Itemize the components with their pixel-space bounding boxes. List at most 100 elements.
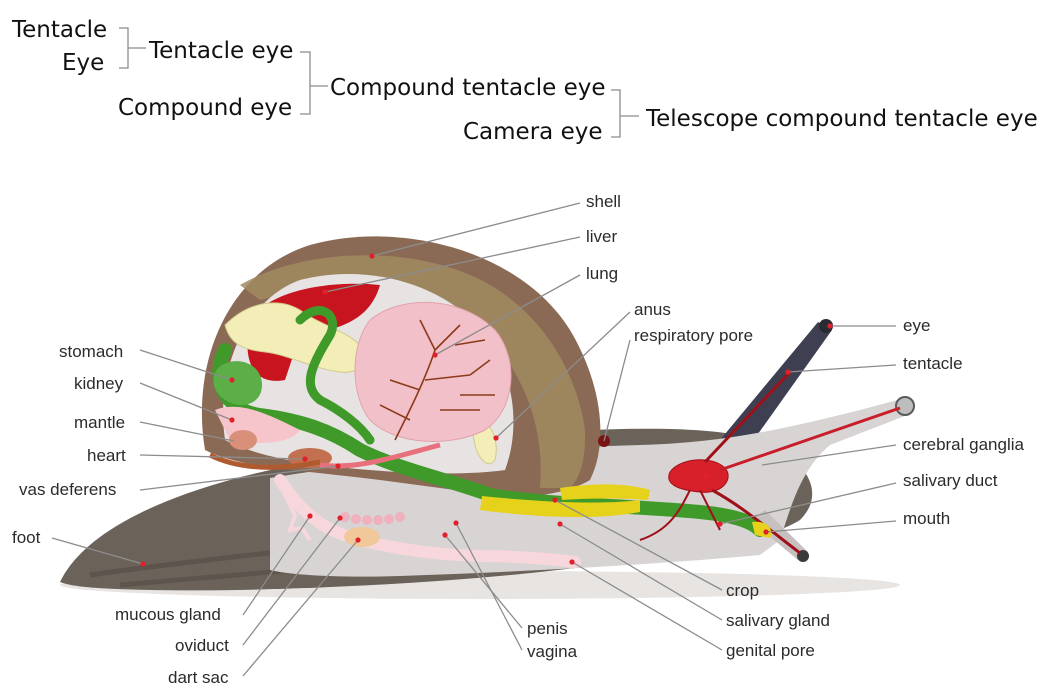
dot-dart-sac bbox=[355, 537, 361, 543]
dot-cerebral-ganglia bbox=[703, 472, 709, 478]
label-mucous-gland: mucous gland bbox=[115, 605, 221, 624]
front-tentacle-tip bbox=[895, 396, 915, 416]
label-kidney: kidney bbox=[74, 374, 124, 393]
label-vas-deferens: vas deferens bbox=[19, 480, 116, 499]
tree-label-telescope-compound-tentacle-eye: Telescope compound tentacle eye bbox=[645, 106, 1038, 132]
label-heart: heart bbox=[87, 446, 126, 465]
label-vagina: vagina bbox=[527, 642, 578, 661]
label-dart-sac: dart sac bbox=[168, 668, 229, 687]
leader-mucous-gland bbox=[242, 515, 311, 616]
dot-lung bbox=[432, 352, 438, 358]
label-mouth: mouth bbox=[903, 509, 950, 528]
tree-label-compound-tentacle-eye: Compound tentacle eye bbox=[330, 75, 606, 101]
tree-bracket-3 bbox=[611, 89, 639, 138]
dot-stomach bbox=[229, 377, 235, 383]
dot-heart bbox=[302, 456, 308, 462]
leader-heart bbox=[139, 454, 306, 460]
dot-anus bbox=[493, 435, 499, 441]
shell-band bbox=[240, 255, 586, 488]
tree-label-tentacle-eye: Tentacle eye bbox=[148, 38, 293, 64]
marker-dots bbox=[140, 253, 833, 567]
label-mantle: mantle bbox=[74, 413, 125, 432]
label-foot: foot bbox=[12, 528, 41, 547]
tree-label-tentacle: Tentacle bbox=[11, 17, 107, 43]
intestine-upper bbox=[295, 306, 375, 445]
dot-oviduct bbox=[337, 515, 343, 521]
leader-dart-sac bbox=[242, 539, 359, 677]
dot-salivary-duct bbox=[717, 521, 723, 527]
leader-genital-pore bbox=[571, 561, 723, 651]
upper-tentacle-tip bbox=[819, 319, 833, 333]
label-eye: eye bbox=[903, 316, 930, 335]
leader-cerebral-ganglia bbox=[761, 444, 897, 466]
label-anus: anus bbox=[634, 300, 671, 319]
label-tentacle: tentacle bbox=[903, 354, 963, 373]
dot-salivary-gland bbox=[557, 521, 563, 527]
label-lung: lung bbox=[586, 264, 618, 283]
dart-sac-organ bbox=[344, 527, 380, 547]
cerebral-ganglia-organ bbox=[668, 459, 729, 493]
vas-deferens-duct bbox=[319, 442, 441, 469]
leader-penis bbox=[444, 534, 523, 629]
dot-kidney bbox=[229, 417, 235, 423]
crop-organ bbox=[560, 484, 650, 500]
dot-penis bbox=[442, 532, 448, 538]
dot-liver bbox=[322, 289, 328, 295]
label-cerebral-ganglia: cerebral ganglia bbox=[903, 435, 1025, 454]
nerve-to-upper-tentacle bbox=[703, 370, 792, 464]
dot-crop bbox=[552, 497, 558, 503]
label-liver: liver bbox=[586, 227, 618, 246]
leader-tentacle bbox=[787, 364, 897, 373]
mantle-rim bbox=[208, 452, 321, 470]
leader-mouth bbox=[765, 520, 897, 533]
label-salivary-gland: salivary gland bbox=[726, 611, 830, 630]
leader-shell bbox=[371, 202, 581, 257]
leader-mantle bbox=[139, 421, 235, 442]
dot-vas-deferens bbox=[335, 463, 341, 469]
leader-oviduct bbox=[242, 517, 341, 646]
oviduct-coil bbox=[340, 512, 405, 525]
snail-illustration bbox=[60, 236, 915, 599]
leader-anus bbox=[495, 311, 631, 439]
reproductive-tract bbox=[274, 474, 581, 568]
leader-vagina bbox=[455, 522, 523, 651]
tree-bracket-2 bbox=[300, 51, 328, 115]
dot-eye bbox=[827, 323, 833, 329]
dot-genital-pore bbox=[569, 559, 575, 565]
dot-mouth bbox=[763, 529, 769, 535]
label-respiratory-pore: respiratory pore bbox=[634, 326, 753, 345]
label-shell: shell bbox=[586, 192, 621, 211]
leader-stomach bbox=[139, 349, 233, 381]
salivary-duct-vessel bbox=[639, 489, 721, 541]
eye-evolution-tree: Tentacle Eye Tentacle eye Compound eye C… bbox=[11, 17, 1038, 145]
dot-tentacle bbox=[785, 369, 791, 375]
heart-organ bbox=[229, 430, 257, 450]
organ-labels: shell liver lung anus respiratory pore e… bbox=[12, 192, 1025, 687]
leader-crop bbox=[554, 499, 723, 591]
dot-shell bbox=[369, 253, 375, 259]
leader-respiratory-pore bbox=[603, 339, 631, 442]
lung-organ bbox=[354, 301, 512, 442]
salivary-gland-organ bbox=[480, 496, 640, 518]
tree-label-eye: Eye bbox=[62, 50, 104, 76]
stomach-organ bbox=[213, 361, 262, 405]
label-oviduct: oviduct bbox=[175, 636, 229, 655]
leader-lung bbox=[434, 274, 581, 356]
dot-mucous-gland bbox=[307, 513, 313, 519]
leader-lines bbox=[51, 202, 897, 677]
mucous-gland-organ bbox=[283, 494, 312, 542]
dot-vagina bbox=[453, 520, 459, 526]
label-salivary-duct: salivary duct bbox=[903, 471, 998, 490]
leader-vas-deferens bbox=[139, 465, 339, 491]
nerve-to-lower-tentacle bbox=[711, 488, 801, 555]
dot-foot bbox=[140, 561, 146, 567]
tree-bracket-1 bbox=[119, 27, 146, 69]
leader-salivary-duct bbox=[719, 482, 897, 525]
label-genital-pore: genital pore bbox=[726, 641, 815, 660]
nerve-to-front-tentacle bbox=[719, 406, 901, 472]
tree-label-camera-eye: Camera eye bbox=[463, 119, 602, 145]
lung-vessels bbox=[379, 319, 495, 441]
leader-kidney bbox=[139, 382, 233, 421]
label-crop: crop bbox=[726, 581, 759, 600]
